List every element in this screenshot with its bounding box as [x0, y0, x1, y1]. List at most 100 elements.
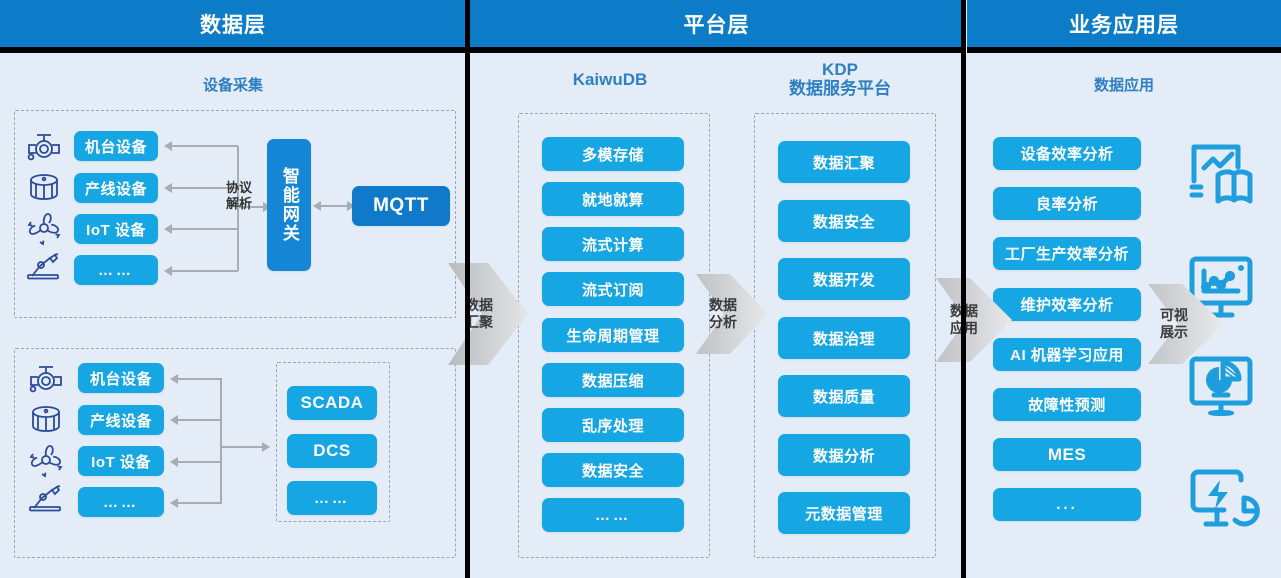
column-title-data-layer: 数据层: [0, 0, 466, 47]
monitor-pie-chart-icon: [1184, 355, 1258, 427]
connector-line: [178, 378, 222, 380]
subtitle-kdp: KDP 数据服务平台: [725, 60, 955, 98]
application-item[interactable]: MES: [993, 438, 1141, 471]
column-title-business-layer: 业务应用层: [967, 0, 1281, 47]
subtitle-kdp-line2: 数据服务平台: [789, 79, 891, 98]
column-divider: [961, 0, 966, 578]
system-pill[interactable]: DCS: [287, 434, 377, 468]
kaiwudb-item[interactable]: 流式订阅: [542, 272, 684, 306]
subtitle-device-collection: 设备采集: [202, 77, 263, 94]
kdp-group: [754, 113, 936, 558]
kdp-item[interactable]: 数据安全: [778, 200, 910, 242]
valve-icon: [24, 131, 64, 163]
kaiwudb-item[interactable]: 数据安全: [542, 453, 684, 487]
connector-line: [172, 145, 238, 147]
system-pill[interactable]: SCADA: [287, 386, 377, 420]
column-business-layer: 业务应用层 数据应用 设备效率分析 良率分析 工厂生产效率分析 维护效率分析 A…: [967, 0, 1281, 578]
kaiwudb-item[interactable]: 乱序处理: [542, 408, 684, 442]
connector-line: [238, 206, 264, 208]
kdp-item[interactable]: 数据开发: [778, 258, 910, 300]
connector-line: [220, 379, 222, 503]
device-pill-more[interactable]: ……: [74, 255, 158, 285]
column-title-platform-layer: 平台层: [470, 0, 963, 47]
kdp-item[interactable]: 数据分析: [778, 434, 910, 476]
application-item[interactable]: 故障性预测: [993, 388, 1141, 421]
kdp-item[interactable]: 数据治理: [778, 317, 910, 359]
device-pill[interactable]: 机台设备: [78, 363, 164, 393]
kaiwudb-item[interactable]: 数据压缩: [542, 363, 684, 397]
connector-line: [172, 228, 238, 230]
column-divider: [465, 0, 470, 578]
connector-arrow: [313, 201, 321, 211]
device-pill-more[interactable]: ……: [78, 487, 164, 517]
arrow-label-line2: 汇聚: [465, 314, 493, 330]
connector-arrow: [170, 457, 178, 467]
subtitle-kaiwudb: KaiwuDB: [572, 70, 648, 89]
arrow-data-application: 数据 应用: [936, 272, 1012, 368]
connector-arrow: [170, 415, 178, 425]
arrow-data-analysis: 数据 分析: [696, 268, 768, 360]
application-item[interactable]: 工厂生产效率分析: [993, 237, 1141, 270]
arrow-label-line2: 分析: [709, 314, 737, 330]
fan-icon: [26, 442, 66, 478]
monitor-energy-gauge-icon: [1184, 462, 1260, 538]
connector-arrow: [164, 141, 172, 151]
connector-line: [320, 205, 348, 207]
subtitle-data-application: 数据应用: [1093, 77, 1154, 94]
arrow-label-line1: 数据: [709, 297, 737, 313]
robot-arm-icon: [26, 482, 66, 514]
mqtt-box[interactable]: MQTT: [352, 186, 450, 226]
connector-line: [172, 187, 238, 189]
device-pill[interactable]: 产线设备: [74, 173, 158, 203]
connector-arrow: [164, 183, 172, 193]
header-rule: [0, 47, 466, 53]
header-rule: [967, 47, 1281, 53]
application-item[interactable]: 维护效率分析: [993, 288, 1141, 321]
application-item[interactable]: AI 机器学习应用: [993, 338, 1141, 371]
application-item-more[interactable]: ...: [993, 488, 1141, 521]
protocol-parse-label: 协议 解析: [213, 180, 265, 212]
kaiwudb-item[interactable]: 生命周期管理: [542, 318, 684, 352]
connector-arrow: [164, 266, 172, 276]
kdp-item[interactable]: 数据质量: [778, 375, 910, 417]
kaiwudb-item[interactable]: 多模存储: [542, 137, 684, 171]
device-pill[interactable]: IoT 设备: [74, 214, 158, 244]
tank-icon: [28, 404, 64, 436]
fan-icon: [24, 210, 64, 246]
report-chart-book-icon: [1182, 135, 1258, 209]
application-item[interactable]: 良率分析: [993, 187, 1141, 220]
kaiwudb-item[interactable]: 就地就算: [542, 182, 684, 216]
connector-line: [172, 270, 238, 272]
system-pill-more[interactable]: ……: [287, 481, 377, 515]
connector-line: [178, 502, 222, 504]
arrow-label-line2: 展示: [1160, 324, 1188, 340]
device-pill[interactable]: 机台设备: [74, 131, 158, 161]
kdp-item[interactable]: 数据汇聚: [778, 141, 910, 183]
connector-arrow: [170, 498, 178, 508]
kaiwudb-item-more[interactable]: ……: [542, 498, 684, 532]
valve-icon: [26, 363, 66, 395]
arrow-label-line1: 数据: [465, 297, 493, 313]
connector-arrow: [347, 201, 355, 211]
connector-arrow: [164, 224, 172, 234]
device-pill[interactable]: 产线设备: [78, 405, 164, 435]
connector-arrow: [262, 442, 270, 452]
protocol-parse-label-line1: 协议: [225, 180, 252, 195]
control-systems-group: [276, 362, 390, 522]
kdp-item[interactable]: 元数据管理: [778, 492, 910, 534]
subtitle-kdp-line1: KDP: [822, 60, 858, 79]
protocol-parse-label-line2: 解析: [225, 196, 252, 211]
column-data-layer: 数据层 设备采集: [0, 0, 466, 578]
application-item[interactable]: 设备效率分析: [993, 137, 1141, 170]
connector-arrow: [170, 374, 178, 384]
connector-line: [178, 461, 222, 463]
tank-icon: [26, 172, 62, 204]
smart-gateway-box[interactable]: 智能网关: [267, 139, 311, 271]
arrow-visual-presentation: 可视 展示: [1148, 278, 1224, 370]
device-pill[interactable]: IoT 设备: [78, 446, 164, 476]
arrow-label-line1: 可视: [1160, 307, 1188, 323]
kaiwudb-item[interactable]: 流式计算: [542, 227, 684, 261]
connector-line: [221, 446, 263, 448]
arrow-data-aggregation: 数据 汇聚: [448, 255, 528, 373]
